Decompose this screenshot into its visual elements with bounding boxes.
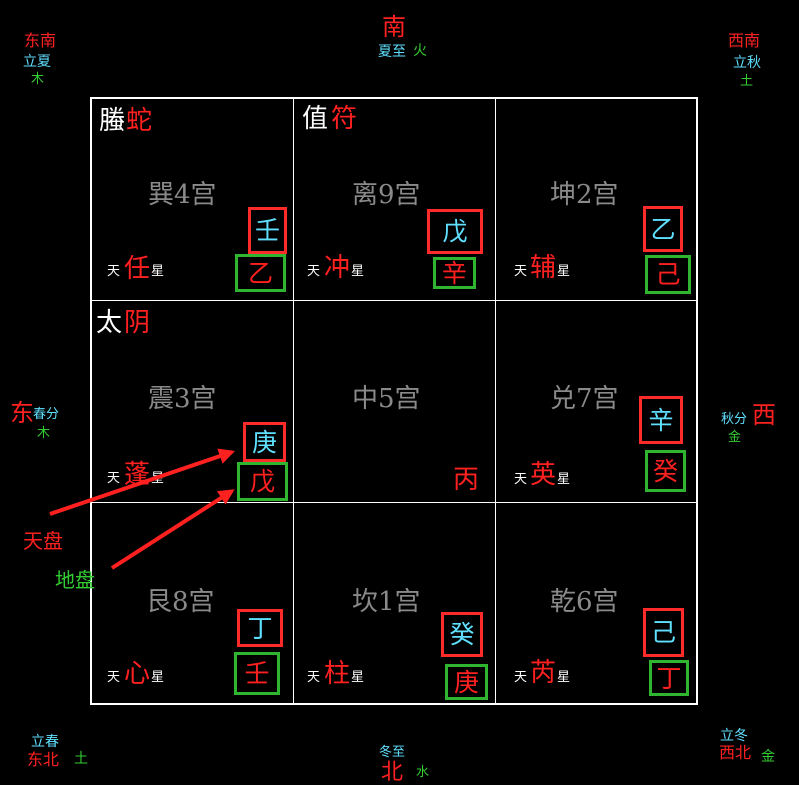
nine-star: 任 (124, 254, 151, 284)
star-prefix: 天 (107, 670, 121, 685)
direction-west: 西 (752, 401, 776, 429)
palace-label: 中5宫 (352, 384, 421, 414)
heaven-plate-stem: 庚 (243, 422, 286, 462)
solar-term-northwest: 立冬 (720, 728, 748, 744)
deity-char-2: 蛇 (126, 106, 153, 136)
element-south: 火 (413, 43, 427, 59)
nine-star: 柱 (324, 659, 351, 689)
palace-label: 坎1宫 (352, 587, 421, 617)
heaven-plate-stem: 壬 (248, 207, 287, 254)
nine-star: 辅 (530, 253, 557, 283)
direction-north: 北 (381, 760, 404, 785)
heaven-plate-stem: 乙 (643, 206, 683, 252)
direction-southeast: 东南 (24, 31, 57, 50)
earth-plate-label: 地盘 (55, 568, 95, 592)
grid-divider (92, 502, 696, 503)
star-prefix: 天 (514, 670, 528, 685)
star-prefix: 天 (307, 670, 321, 685)
star-suffix: 星 (151, 670, 165, 685)
star-prefix: 天 (107, 471, 121, 486)
heaven-plate-label: 天盘 (23, 529, 63, 553)
palace-label: 乾6宫 (550, 587, 619, 617)
star-prefix: 天 (514, 472, 528, 487)
direction-northwest: 西北 (719, 743, 752, 762)
earth-plate-stem: 辛 (433, 257, 476, 289)
solar-term-north: 冬至 (379, 745, 406, 760)
element-southwest: 土 (740, 74, 754, 89)
element-southeast: 木 (31, 72, 45, 87)
palace-label: 震3宫 (148, 384, 217, 414)
heaven-plate-stem: 己 (643, 608, 684, 657)
element-northwest: 金 (761, 749, 775, 765)
star-prefix: 天 (107, 264, 121, 279)
nine-star: 冲 (324, 253, 351, 283)
deity-char-1: 螣 (99, 106, 126, 136)
heaven-plate-stem: 辛 (639, 396, 683, 444)
earth-plate-stem: 乙 (235, 254, 286, 292)
earth-plate-stem: 壬 (234, 652, 280, 695)
solar-term-southwest: 立秋 (733, 55, 761, 71)
nine-star: 芮 (530, 658, 557, 688)
grid-divider (293, 99, 294, 703)
deity-char-1: 值 (302, 104, 329, 134)
star-suffix: 星 (351, 264, 365, 279)
element-west: 金 (728, 430, 742, 445)
star-prefix: 天 (514, 264, 528, 279)
earth-plate-stem: 己 (645, 255, 691, 294)
star-suffix: 星 (557, 472, 571, 487)
deity-char-2: 阴 (124, 308, 151, 338)
solar-term-west: 秋分 (721, 412, 748, 427)
star-suffix: 星 (557, 670, 571, 685)
element-north: 水 (416, 765, 430, 780)
heaven-plate-stem: 癸 (441, 612, 483, 657)
direction-southwest: 西南 (728, 31, 761, 50)
center-stem: 丙 (453, 465, 480, 495)
grid-divider (92, 300, 696, 301)
heaven-plate-stem: 丁 (237, 609, 283, 647)
deity-char-2: 符 (331, 104, 358, 134)
earth-plate-stem: 丁 (649, 660, 689, 696)
star-suffix: 星 (151, 264, 165, 279)
nine-star: 心 (124, 659, 151, 689)
solar-term-east: 春分 (33, 407, 60, 422)
element-east: 木 (37, 426, 51, 441)
nine-palace-grid (90, 97, 698, 705)
earth-plate-stem: 癸 (645, 450, 686, 492)
palace-label: 艮8宫 (146, 587, 215, 617)
solar-term-south: 夏至 (378, 44, 406, 60)
palace-label: 兑7宫 (550, 384, 619, 414)
grid-divider (495, 99, 496, 703)
element-northeast: 土 (74, 751, 88, 767)
direction-south: 南 (382, 13, 406, 41)
nine-star: 英 (530, 460, 557, 490)
solar-term-northeast: 立春 (31, 734, 59, 750)
palace-label: 巽4宫 (148, 180, 217, 210)
palace-label: 坤2宫 (550, 180, 619, 210)
direction-east: 东 (10, 399, 34, 427)
star-suffix: 星 (557, 264, 571, 279)
star-suffix: 星 (351, 670, 365, 685)
direction-northeast: 东北 (27, 750, 60, 769)
earth-plate-arrow (110, 489, 235, 570)
star-prefix: 天 (307, 264, 321, 279)
solar-term-southeast: 立夏 (23, 54, 51, 70)
earth-plate-stem: 戊 (237, 462, 288, 501)
deity-char-1: 太 (96, 308, 123, 338)
palace-label: 离9宫 (352, 180, 421, 210)
heaven-plate-stem: 戊 (427, 209, 483, 254)
heaven-plate-arrow (49, 448, 236, 516)
earth-plate-stem: 庚 (445, 664, 488, 700)
